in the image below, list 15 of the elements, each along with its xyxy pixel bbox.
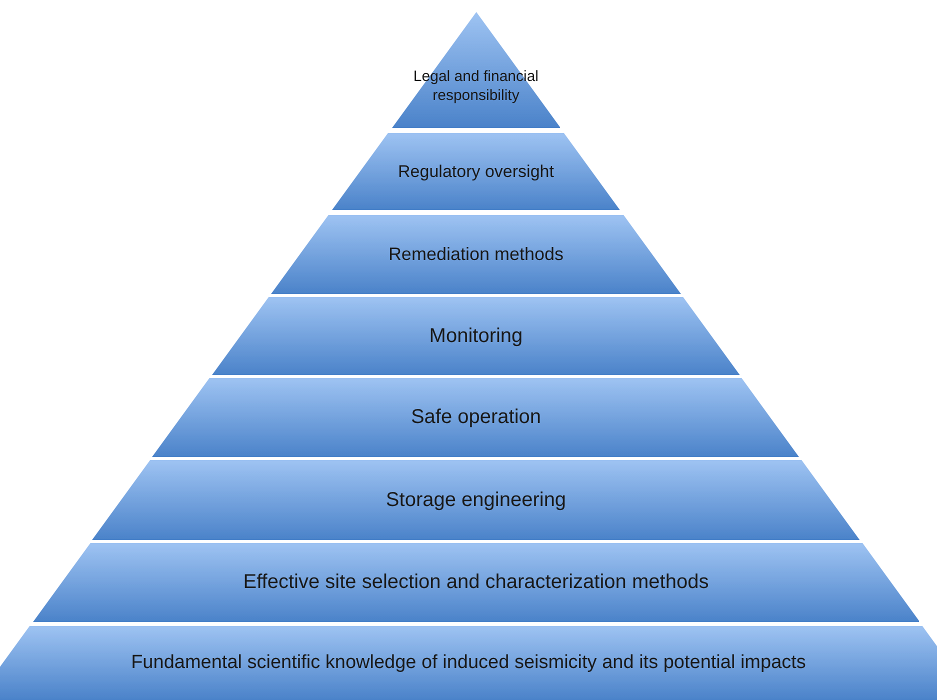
tier-label: Monitoring: [428, 324, 524, 348]
pyramid-tier: [392, 12, 560, 128]
tier-label: Safe operation: [410, 405, 542, 430]
tier-label: Effective site selection and characterization methods: [242, 570, 710, 595]
pyramid-tier: [92, 460, 860, 540]
pyramid-tier: [270, 215, 681, 294]
tier-label: Storage engineering: [384, 488, 568, 512]
pyramid-tier: [332, 133, 620, 210]
tier-label: Fundamental scientific knowledge of induced seismicity and its potential impacts: [130, 651, 807, 675]
pyramid-tier: [0, 626, 937, 700]
pyramid-tier: [152, 378, 800, 457]
pyramid-tier: [32, 543, 920, 622]
pyramid-tier: [212, 297, 740, 375]
tier-label: Regulatory oversight: [397, 160, 555, 182]
tier-label: Remediation methods: [387, 243, 565, 266]
